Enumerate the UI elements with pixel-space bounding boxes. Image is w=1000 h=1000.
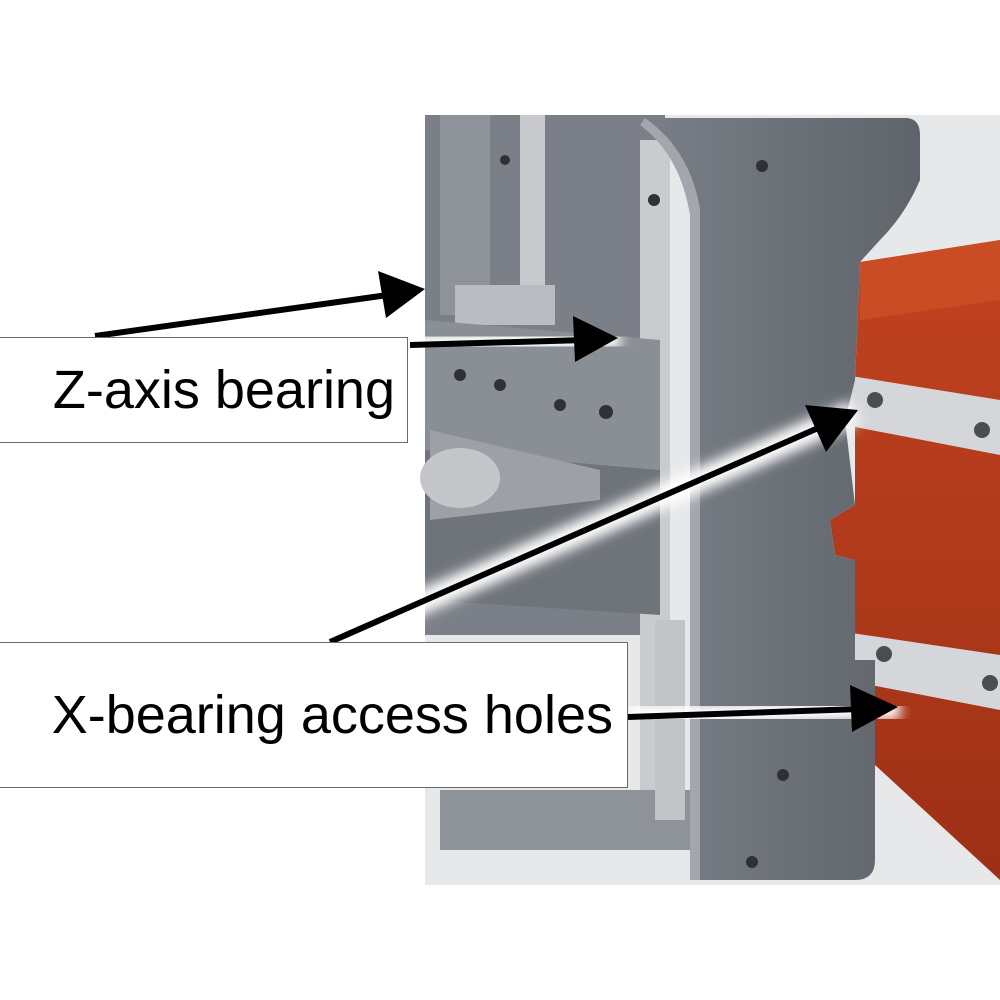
arrow-icon (409, 337, 586, 348)
arrow-icon (627, 706, 861, 720)
arrow-icon (328, 422, 827, 645)
arrow-x-upper (325, 401, 860, 653)
x-bearing-access-holes-label: X-bearing access holes (51, 685, 613, 745)
arrow-z-upper (93, 271, 425, 347)
x-rail (830, 240, 1000, 880)
z-axis-bearing-label: Z-axis bearing (52, 360, 395, 420)
z-carriage (420, 115, 690, 850)
arrow-x-lower (627, 685, 901, 732)
render-image (420, 115, 1000, 885)
arrow-head (850, 685, 898, 732)
z-axis-bearing-callout: Z-axis bearing (0, 337, 408, 443)
arrow-icon (94, 290, 397, 339)
arrow-head (805, 405, 858, 452)
x-bearing-access-holes-callout: X-bearing access holes (0, 642, 628, 788)
arrow-head (378, 271, 425, 318)
arrow-head (573, 316, 618, 362)
arrow-z-lower (409, 316, 621, 362)
